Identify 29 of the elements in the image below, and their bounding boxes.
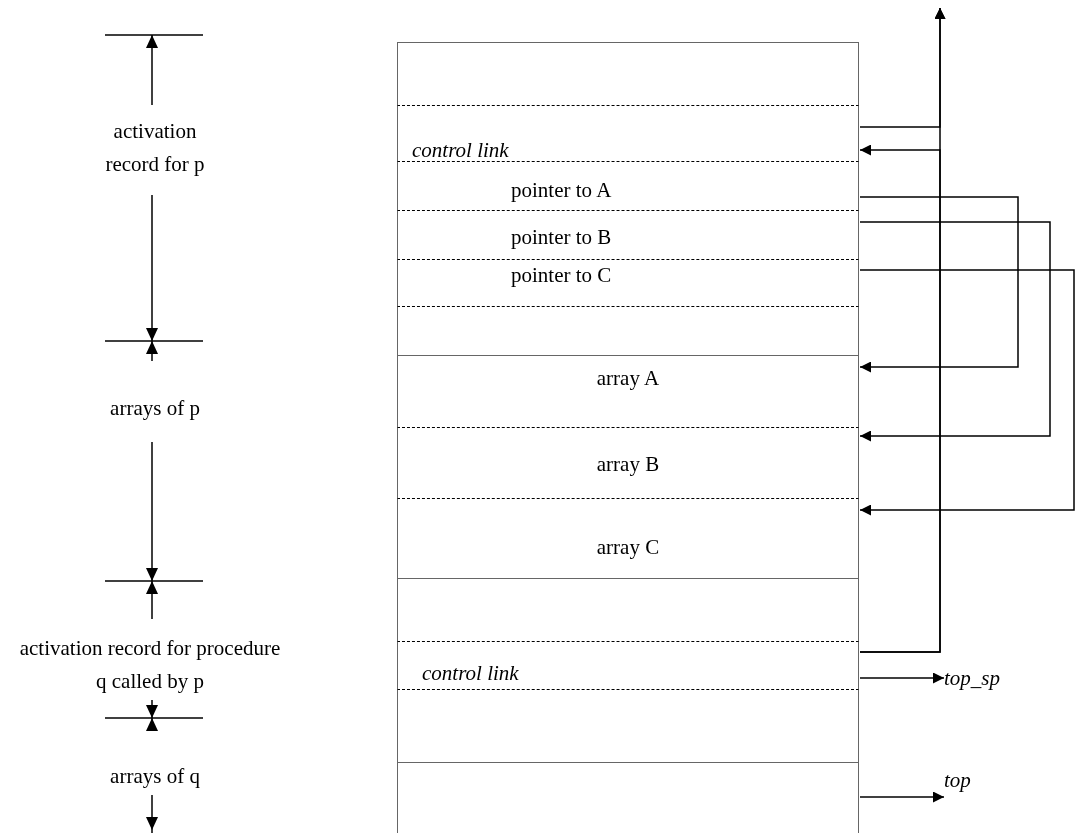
- arrow: [859, 672, 945, 684]
- stack-slot: [397, 210, 859, 259]
- slot-text: top_sp: [944, 668, 1000, 689]
- slot-text: top: [944, 770, 971, 791]
- stack-slot: [397, 578, 859, 641]
- slot-text: control link: [422, 663, 519, 684]
- arrow: [859, 269, 1075, 516]
- arrow: [859, 7, 946, 128]
- stack-slot: [397, 355, 859, 427]
- stack-slot: [397, 427, 859, 498]
- slot-text: pointer to C: [511, 265, 612, 286]
- stack-slot: [397, 498, 859, 578]
- slot-text: array A: [595, 368, 661, 389]
- slot-text: control link: [412, 140, 509, 161]
- stack-slot: [397, 161, 859, 210]
- stack-slot: [397, 259, 859, 306]
- stack-slot: [397, 762, 859, 833]
- stack-slot: [397, 42, 859, 105]
- slot-text: array B: [595, 454, 661, 475]
- arrow: [859, 221, 1051, 442]
- arrow: [859, 196, 1019, 373]
- stack-slot: [397, 689, 859, 762]
- slot-text: pointer to B: [511, 227, 612, 248]
- arrow: [859, 791, 945, 803]
- slot-text: pointer to A: [511, 180, 612, 201]
- stack-slot: [397, 105, 859, 161]
- slot-text: array C: [595, 537, 661, 558]
- stack-slot: [397, 641, 859, 689]
- stack-slot: [397, 306, 859, 355]
